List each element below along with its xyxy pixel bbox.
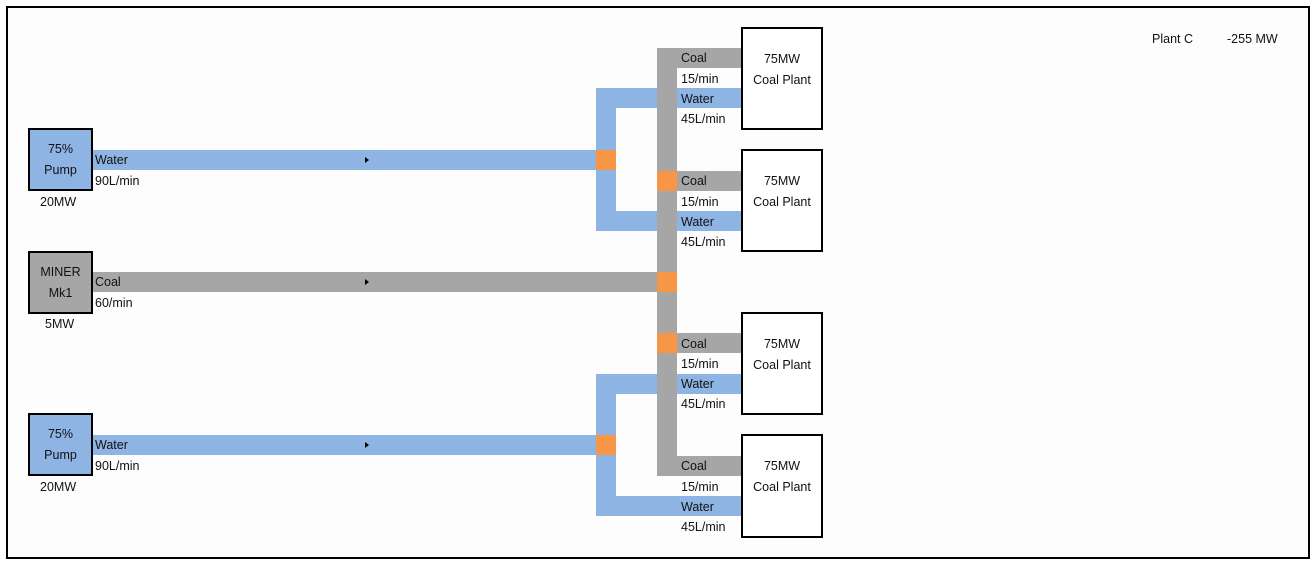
plant-3-water-label: Water: [681, 377, 714, 391]
coal-pipe-to-plant-4: [657, 456, 741, 476]
pump-bottom-rate: 90L/min: [95, 459, 140, 473]
pump-top-box[interactable]: 75% Pump: [28, 128, 93, 191]
coal-splitter-upper[interactable]: [657, 171, 677, 191]
net-power: -255 MW: [1227, 32, 1278, 46]
plant-capacity: 75MW: [763, 52, 801, 66]
plant-2-water-label: Water: [681, 215, 714, 229]
coal-pipe-to-plant-2: [657, 171, 741, 191]
plant-2-coal-label: Coal: [681, 174, 707, 188]
water-pipe-main-top: [92, 150, 615, 170]
plant-3-water-rate: 45L/min: [681, 397, 726, 411]
flow-arrow-icon: [365, 279, 369, 285]
plant-3-coal-label: Coal: [681, 337, 707, 351]
miner-box[interactable]: MINER Mk1: [28, 251, 93, 314]
plant-2-coal-rate: 15/min: [681, 195, 719, 209]
coal-pipe-to-plant-3: [657, 333, 741, 353]
pump-bottom-box[interactable]: 75% Pump: [28, 413, 93, 476]
plant-capacity: 75MW: [763, 459, 801, 473]
coal-pipe-trunk: [657, 48, 677, 476]
miner-tier: Mk1: [48, 285, 73, 300]
coal-pipe-main: [92, 272, 677, 292]
coal-plant-4[interactable]: 75MW Coal Plant: [741, 434, 823, 538]
pump-top-rate: 90L/min: [95, 174, 140, 188]
plant-type: Coal Plant: [753, 195, 811, 209]
plant-4-water-label: Water: [681, 500, 714, 514]
coal-splitter-main[interactable]: [657, 272, 677, 292]
coal-plant-1[interactable]: 75MW Coal Plant: [741, 27, 823, 130]
pump-label: Pump: [44, 162, 77, 177]
plant-1-coal-rate: 15/min: [681, 72, 719, 86]
pump-top-power: 20MW: [40, 195, 77, 209]
pump-efficiency: 75%: [47, 141, 74, 156]
pump-top-resource: Water: [95, 153, 128, 167]
water-pipe-to-plant-4: [596, 496, 741, 516]
plant-type: Coal Plant: [753, 480, 811, 494]
coal-pipe-to-plant-1: [657, 48, 741, 68]
plant-capacity: 75MW: [763, 174, 801, 188]
miner-resource: Coal: [95, 275, 121, 289]
plant-4-coal-label: Coal: [681, 459, 707, 473]
plant-3-coal-rate: 15/min: [681, 357, 719, 371]
plant-type: Coal Plant: [753, 358, 811, 372]
pump-bottom-power: 20MW: [40, 480, 77, 494]
water-pipe-main-bottom: [92, 435, 615, 455]
miner-label: MINER: [40, 264, 81, 279]
plant-4-coal-rate: 15/min: [681, 480, 719, 494]
pump-label: Pump: [44, 447, 77, 462]
miner-rate: 60/min: [95, 296, 133, 310]
pump-bottom-resource: Water: [95, 438, 128, 452]
miner-power: 5MW: [45, 317, 75, 331]
flow-arrow-icon: [365, 157, 369, 163]
water-splitter-top[interactable]: [596, 150, 616, 170]
plant-name: Plant C: [1152, 32, 1193, 46]
pump-efficiency: 75%: [47, 426, 74, 441]
plant-1-water-rate: 45L/min: [681, 112, 726, 126]
plant-4-water-rate: 45L/min: [681, 520, 726, 534]
plant-1-coal-label: Coal: [681, 51, 707, 65]
water-splitter-bottom[interactable]: [596, 435, 616, 455]
plant-type: Coal Plant: [753, 73, 811, 87]
plant-1-water-label: Water: [681, 92, 714, 106]
flow-arrow-icon: [365, 442, 369, 448]
plant-2-water-rate: 45L/min: [681, 235, 726, 249]
coal-plant-3[interactable]: 75MW Coal Plant: [741, 312, 823, 415]
coal-plant-2[interactable]: 75MW Coal Plant: [741, 149, 823, 252]
plant-capacity: 75MW: [763, 337, 801, 351]
coal-splitter-lower[interactable]: [657, 333, 677, 353]
